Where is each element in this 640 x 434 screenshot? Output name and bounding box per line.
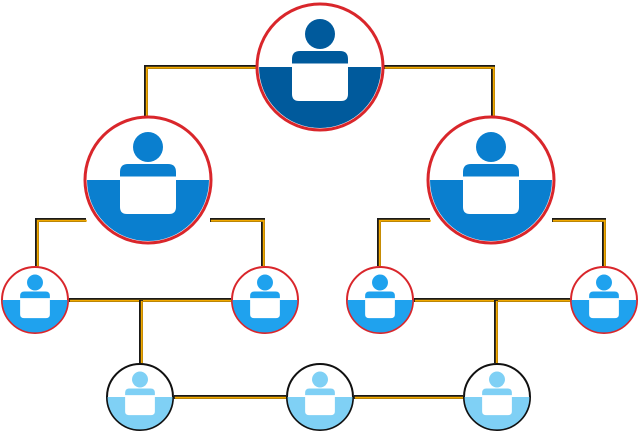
connector-low-1-to-bottom-1 — [139, 300, 143, 364]
desk — [20, 298, 50, 319]
person-head — [596, 274, 612, 291]
connector-fill — [378, 219, 431, 267]
connector-outline — [144, 65, 256, 116]
node-bottom-3 — [463, 363, 531, 431]
connector-top-to-mid-left — [144, 65, 257, 117]
desk-edge — [480, 395, 514, 397]
person-head — [476, 132, 506, 162]
connector-mid-left-to-low-2 — [210, 218, 265, 267]
connector-fill — [36, 219, 87, 267]
person-at-desk-icon — [259, 19, 381, 128]
node-bottom-1 — [106, 363, 174, 431]
connector-bottom-1-to-bottom-2 — [174, 395, 287, 399]
connector-fill — [145, 66, 257, 117]
desk — [365, 298, 395, 319]
person-head — [27, 274, 43, 291]
connector-outline — [552, 218, 606, 266]
desk-edge — [18, 298, 52, 300]
connector-bottom-2-to-bottom-3 — [354, 395, 464, 399]
connector-mid-right-to-low-3 — [377, 218, 431, 267]
node-bottom-2 — [286, 363, 354, 431]
desk — [305, 395, 335, 416]
connector-mid-left-to-low-1 — [35, 218, 87, 267]
node-mid-left — [83, 115, 213, 245]
node-mid-right — [426, 115, 556, 245]
connector-fill — [384, 66, 495, 117]
node-low-1 — [1, 266, 69, 334]
connector-fill — [210, 219, 265, 267]
desk — [292, 65, 348, 101]
node-low-4 — [570, 266, 638, 334]
desk-edge — [587, 298, 621, 300]
connector-outline — [35, 218, 86, 266]
desk — [482, 395, 512, 416]
desk-edge — [303, 395, 337, 397]
connector-outline — [210, 218, 265, 266]
desk-edge — [289, 63, 351, 67]
desk-edge — [363, 298, 397, 300]
desk-edge — [460, 176, 522, 180]
person-head — [305, 19, 335, 49]
node-low-3 — [346, 266, 414, 334]
desk — [120, 178, 176, 214]
person-head — [312, 371, 328, 388]
connector-low-1-to-low-2 — [69, 298, 232, 302]
desk-edge — [248, 298, 282, 300]
desk-edge — [123, 395, 157, 397]
connector-top-to-mid-right — [384, 65, 495, 117]
node-top — [255, 2, 385, 132]
connector-low-3-to-bottom-3 — [494, 300, 498, 364]
person-head — [132, 371, 148, 388]
desk — [589, 298, 619, 319]
desk — [250, 298, 280, 319]
person-head — [372, 274, 388, 291]
connector-outline — [377, 218, 430, 266]
connector-fill — [552, 219, 606, 267]
connector-layer — [35, 65, 606, 399]
person-head — [133, 132, 163, 162]
desk — [125, 395, 155, 416]
connector-low-3-to-low-4 — [414, 298, 571, 302]
person-head — [489, 371, 505, 388]
connector-outline — [384, 65, 495, 116]
connector-mid-right-to-low-4 — [552, 218, 606, 267]
node-low-2 — [231, 266, 299, 334]
desk-edge — [117, 176, 179, 180]
desk — [463, 178, 519, 214]
person-head — [257, 274, 273, 291]
